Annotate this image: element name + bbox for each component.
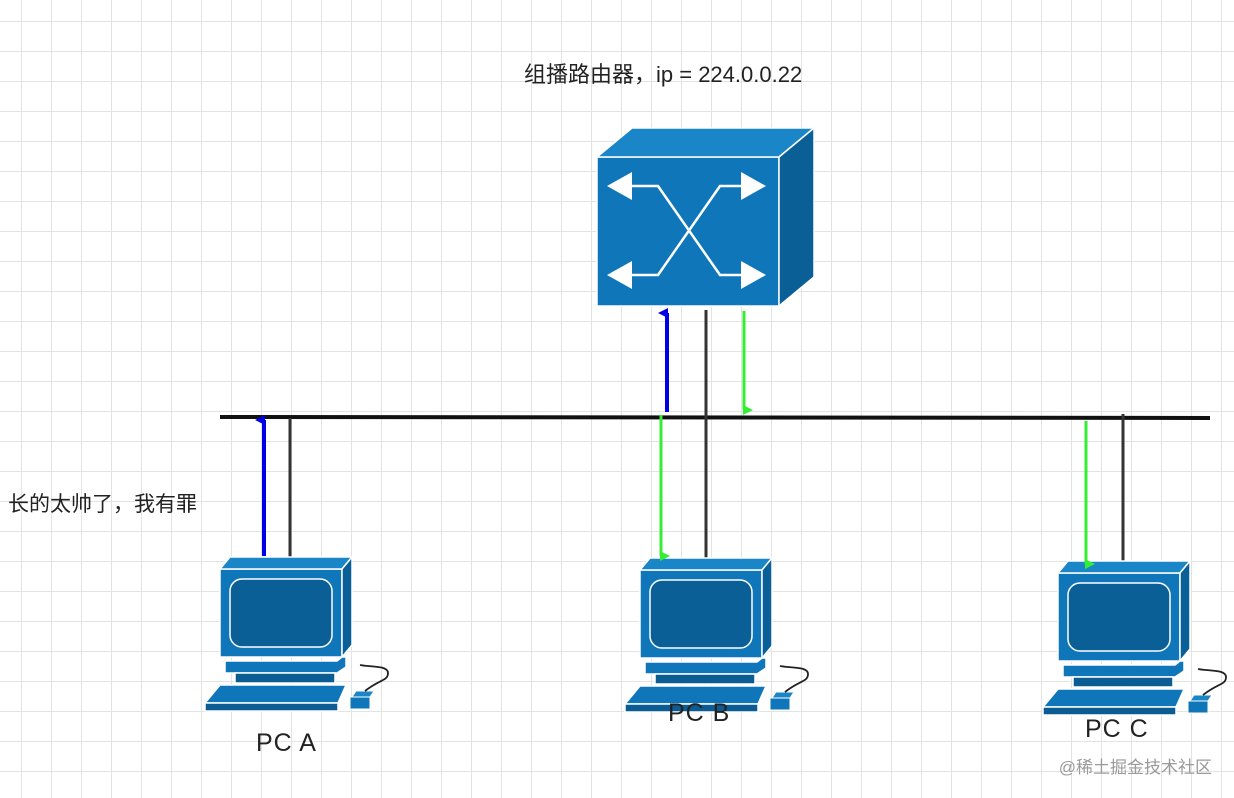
pc-c-label: PC C — [1085, 715, 1149, 743]
desktop-computer-icon — [204, 556, 389, 712]
pc-b[interactable] — [624, 557, 809, 713]
annotation-note: 长的太帅了，我有罪 — [8, 493, 197, 516]
pc-a-label: PC A — [256, 729, 317, 757]
pc-a[interactable] — [204, 556, 389, 712]
desktop-computer-icon — [1042, 560, 1227, 716]
pc-b-label: PC B — [668, 699, 731, 727]
multicast-router[interactable] — [594, 126, 817, 308]
desktop-computer-icon — [624, 557, 809, 713]
router-label: 组播路由器，ip = 224.0.0.22 — [524, 62, 803, 87]
pc-c[interactable] — [1042, 560, 1227, 716]
watermark: @稀土掘金技术社区 — [1058, 758, 1212, 777]
network-bus-line — [219, 415, 1211, 420]
switch-icon — [594, 126, 817, 308]
